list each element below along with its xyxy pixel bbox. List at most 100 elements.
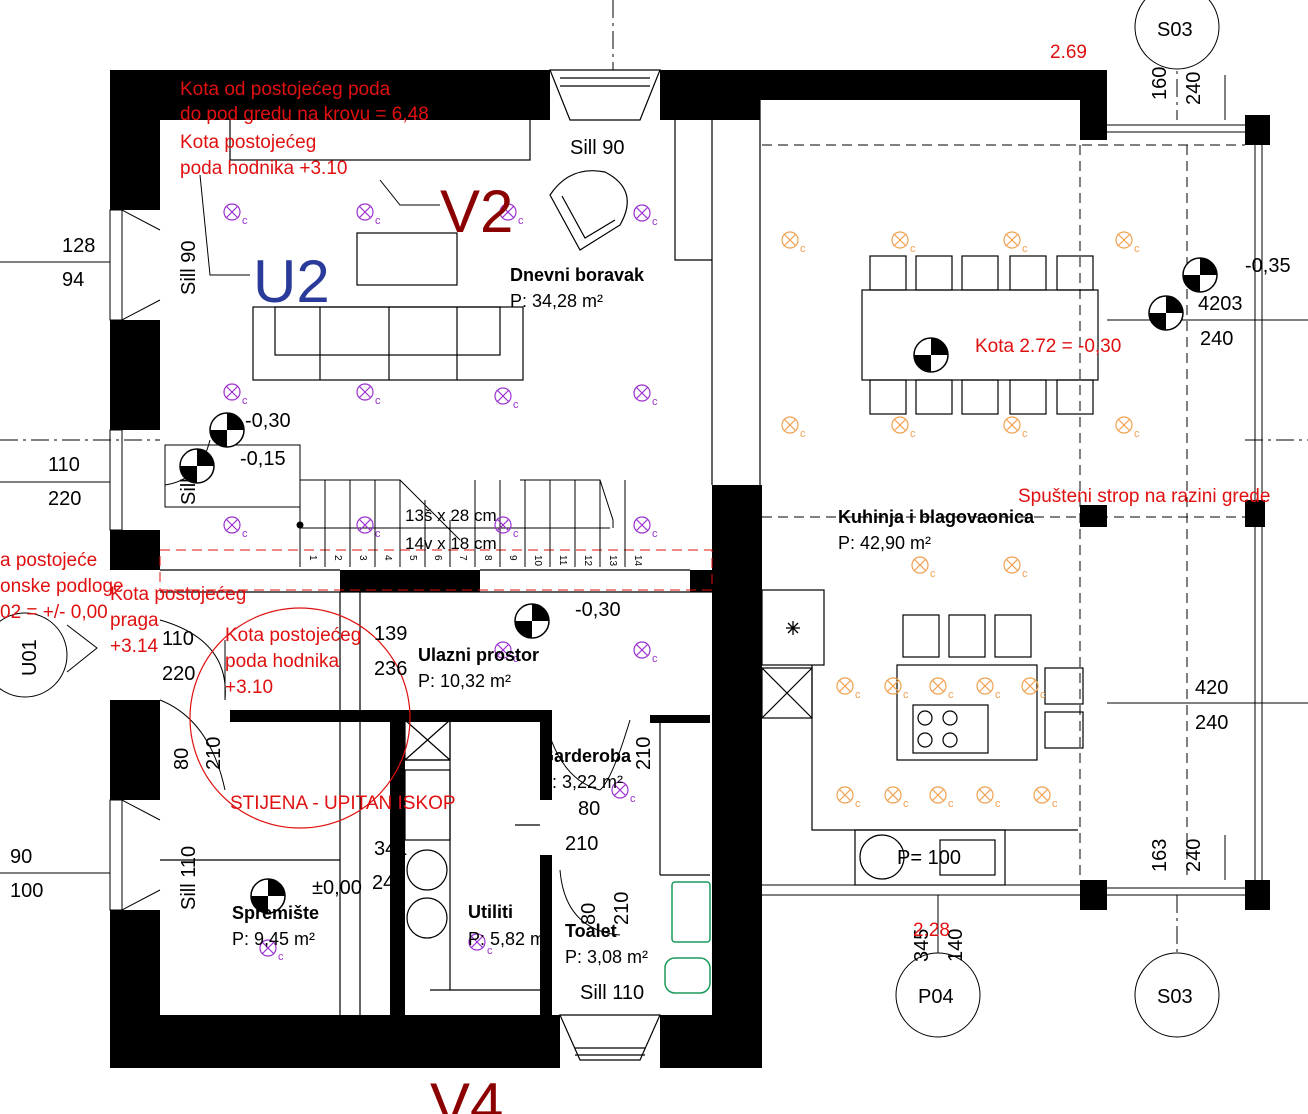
light-fixture-icon: c xyxy=(929,786,954,810)
sill-90-top: Sill 90 xyxy=(570,137,624,159)
toilet-fixtures xyxy=(664,881,711,994)
light-fixture-mark: c xyxy=(513,399,519,411)
light-fixture-icon: c xyxy=(976,677,1001,701)
light-fixture-icon: c xyxy=(1003,416,1028,440)
stair-step-number: 10 xyxy=(532,555,543,567)
light-fixture-icon: c xyxy=(884,677,909,701)
sill-110-left: Sill 110 xyxy=(178,846,200,910)
dim-210b: 210 xyxy=(633,737,655,770)
light-fixture-icon: c xyxy=(223,383,248,407)
sill-left-small: Sill xyxy=(178,478,200,505)
bubble-s03-top: S03 xyxy=(1157,19,1193,41)
light-fixture-mark: c xyxy=(652,396,658,408)
level-2: -0,15 xyxy=(240,448,286,470)
note-praga-2: praga xyxy=(110,610,159,631)
light-fixture-mark: c xyxy=(652,653,658,665)
light-fixture-icon: c xyxy=(611,781,636,805)
dim-80c: 80 xyxy=(578,903,600,925)
u01-arrow xyxy=(66,624,98,673)
note-podloga-1: a postojeće xyxy=(0,550,97,571)
dim-163: 163 xyxy=(1149,839,1171,872)
note-kota-grede-1: Kota od postojećeg poda xyxy=(180,79,391,100)
walls xyxy=(110,70,1270,1068)
level-marker-icon xyxy=(179,448,215,484)
light-fixture-icon: c xyxy=(633,384,658,408)
light-fixture-mark: c xyxy=(652,216,658,228)
level-marker-icon xyxy=(1148,295,1184,331)
bubble-u01: U01 xyxy=(19,639,41,676)
stair-step-number: 14 xyxy=(632,555,643,567)
light-fixture-icon: c xyxy=(499,203,524,227)
light-fixture-mark: c xyxy=(903,689,909,701)
light-fixture-icon: c xyxy=(223,203,248,227)
light-fixture-icon: c xyxy=(1021,677,1046,701)
light-fixture-icon: c xyxy=(633,516,658,540)
level-marker-icon xyxy=(1182,257,1218,293)
note-top-269: 2.69 xyxy=(1050,42,1087,63)
dim-160: 160 xyxy=(1149,67,1171,100)
light-fixture-mark: c xyxy=(242,528,248,540)
left-windows xyxy=(109,209,161,911)
light-fixture-mark: c xyxy=(242,395,248,407)
room-name-ulazni: Ulazni prostor xyxy=(418,645,539,665)
light-fixture-mark: c xyxy=(910,428,916,440)
sill-90-left: Sill 90 xyxy=(178,241,200,295)
light-fixture-mark: c xyxy=(242,215,248,227)
room-area-dnevni: P: 34,28 m² xyxy=(510,291,603,311)
stair-step-number: 13 xyxy=(607,555,618,567)
level-marker-icon xyxy=(250,878,286,914)
note-bottom-228: 2.28 xyxy=(913,920,950,941)
light-fixture-mark: c xyxy=(1040,689,1046,701)
label-v4: V4 xyxy=(430,1071,503,1114)
level-marker-icon xyxy=(514,603,550,639)
room-area-utiliti: P: 5,82 m² xyxy=(468,929,551,949)
dashed-lines xyxy=(762,144,1245,880)
light-fixture-icon: c xyxy=(259,939,284,963)
dim-100: 100 xyxy=(10,880,43,902)
light-fixture-icon: c xyxy=(494,387,519,411)
dim-94: 94 xyxy=(62,269,84,291)
light-fixture-mark: c xyxy=(948,798,954,810)
light-fixture-mark: c xyxy=(855,689,861,701)
stair-step-number: 12 xyxy=(582,555,593,567)
light-fixture-mark: c xyxy=(995,798,1001,810)
dim-80b: 80 xyxy=(578,798,600,820)
light-fixture-icon: c xyxy=(633,641,658,665)
stair-step-number: 8 xyxy=(482,555,493,561)
light-fixture-mark: c xyxy=(855,798,861,810)
light-fixture-mark: c xyxy=(278,951,284,963)
stair-step-number: 7 xyxy=(457,555,468,561)
dim-220a: 220 xyxy=(48,488,81,510)
level-5: ±0,00 xyxy=(312,877,362,899)
light-fixture-mark: c xyxy=(910,243,916,255)
note-hodnik-b2: poda hodnika xyxy=(225,651,340,672)
room-area-spremiste: P: 9,45 m² xyxy=(232,929,315,949)
light-fixture-mark: c xyxy=(513,528,519,540)
label-v2: V2 xyxy=(440,178,513,245)
interior-outline xyxy=(160,100,761,1015)
light-fixture-icon: c xyxy=(929,677,954,701)
stair-line-1: 13š x 28 cm xyxy=(405,506,497,525)
dim-4203: 4203 xyxy=(1198,293,1243,315)
dim-128: 128 xyxy=(62,235,95,257)
light-fixture-icon: c xyxy=(891,416,916,440)
light-fixture-icon: c xyxy=(468,933,493,957)
light-fixture-icon: c xyxy=(494,516,519,540)
dim-341: 341 xyxy=(374,838,407,860)
level-marker-icon xyxy=(209,412,245,448)
light-fixture-mark: c xyxy=(948,689,954,701)
light-fixture-icon: c xyxy=(1033,786,1058,810)
dim-140: 140 xyxy=(945,929,967,962)
level-3: -0,30 xyxy=(575,599,621,621)
note-praga-1: Kota postojećeg xyxy=(110,584,246,605)
sill-110-bottom: Sill 110 xyxy=(580,982,644,1004)
stair-step-number: 6 xyxy=(432,555,443,561)
light-fixture-mark: c xyxy=(1134,243,1140,255)
dim-80a: 80 xyxy=(171,748,193,770)
window-bay-bottom xyxy=(559,1014,661,1061)
dim-240a: 240 xyxy=(1183,72,1205,105)
dim-139: 139 xyxy=(374,623,407,645)
light-fixture-icon: c xyxy=(223,516,248,540)
level-4: -0,35 xyxy=(1245,255,1291,277)
